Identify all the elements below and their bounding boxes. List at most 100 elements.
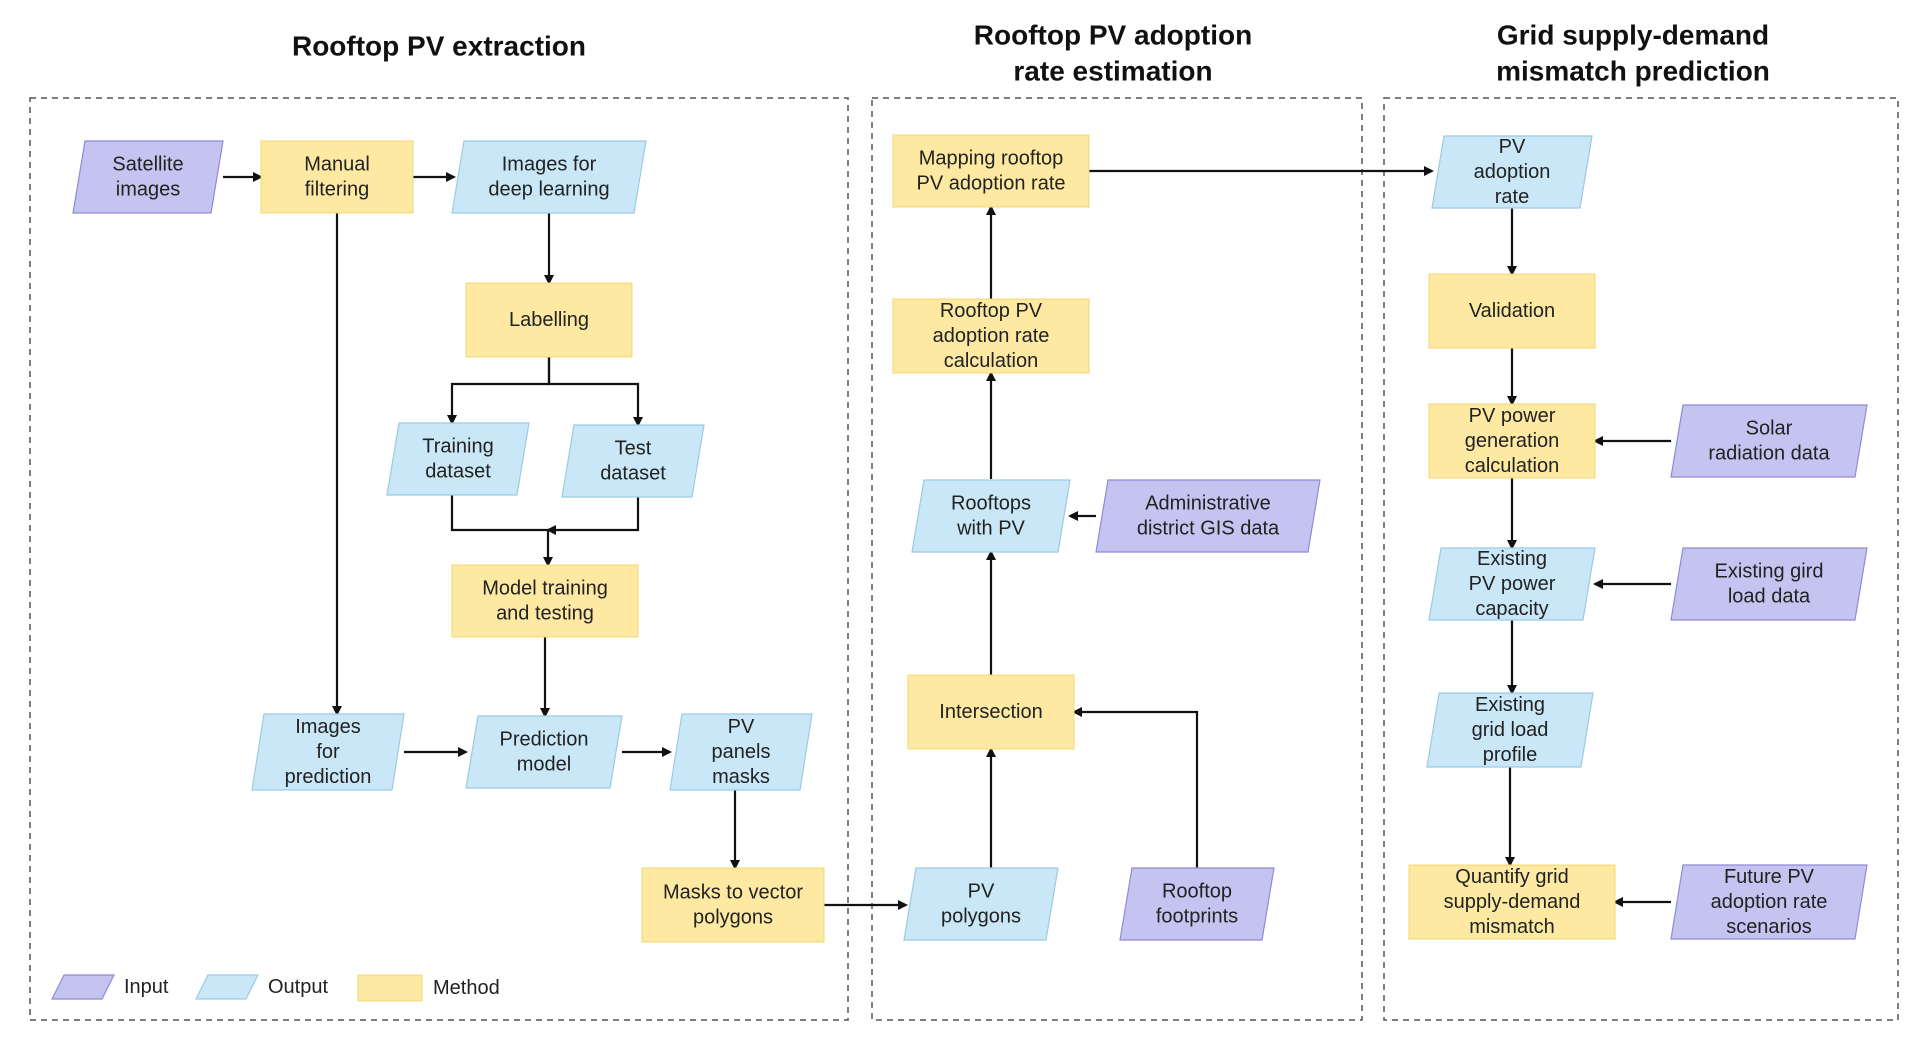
node-label: Existing <box>1477 548 1547 570</box>
node-label: rate <box>1495 186 1529 208</box>
legend-label: Input <box>124 976 169 998</box>
node-training-dataset: Training dataset <box>386 422 530 496</box>
panel-grid: Grid supply-demand mismatch prediction <box>1383 20 1899 1021</box>
node-label: Validation <box>1469 300 1555 322</box>
node-label: PV <box>728 716 755 738</box>
panel-border <box>1383 97 1899 1021</box>
output-shape <box>1431 135 1593 209</box>
node-existing-load-data: Existing gird load data <box>1670 547 1868 621</box>
node-label: Mapping rooftop <box>919 148 1064 170</box>
input-shape <box>1670 547 1868 621</box>
node-label: model <box>517 754 571 776</box>
edge-rooftop-footprints-to-intersection <box>1072 707 1199 868</box>
node-label: PV power <box>1469 405 1556 427</box>
input-shape <box>1119 867 1275 941</box>
node-label: grid load <box>1472 719 1549 741</box>
node-label: district GIS data <box>1137 518 1280 540</box>
legend-item-input: Input <box>51 974 169 1000</box>
node-label: scenarios <box>1726 916 1812 938</box>
node-label: masks <box>712 766 770 788</box>
output-shape <box>669 713 813 791</box>
legend-item-output: Output <box>195 974 328 1000</box>
panel-title: mismatch prediction <box>1496 56 1770 87</box>
output-shape <box>251 713 405 791</box>
panel-title: Grid supply-demand <box>1497 20 1769 51</box>
node-label: adoption <box>1474 161 1551 183</box>
method-shape <box>907 674 1075 750</box>
node-label: images <box>116 179 180 201</box>
node-label: calculation <box>1465 455 1560 477</box>
node-label: calculation <box>944 350 1039 372</box>
node-label: Rooftops <box>951 493 1031 515</box>
node-future-scenarios: Future PV adoption rate scenarios <box>1670 864 1868 940</box>
node-label: mismatch <box>1469 916 1555 938</box>
node-label: footprints <box>1156 906 1238 928</box>
node-label: Future PV <box>1724 866 1815 888</box>
legend-swatch-output <box>195 974 259 1000</box>
node-label: Training <box>422 436 494 458</box>
node-label: and testing <box>496 603 594 625</box>
node-label: dataset <box>425 461 491 483</box>
node-validation: Validation <box>1428 273 1596 349</box>
legend-label: Output <box>268 976 328 998</box>
node-label: PV <box>968 881 995 903</box>
node-label: Existing gird <box>1715 561 1824 583</box>
node-label: adoption rate <box>1711 891 1828 913</box>
node-label: Existing <box>1475 694 1545 716</box>
output-shape <box>451 140 647 214</box>
node-label: dataset <box>600 463 666 485</box>
method-shape <box>1408 864 1616 940</box>
node-label: for <box>316 741 340 763</box>
method-shape <box>1428 273 1596 349</box>
output-shape <box>1428 547 1596 621</box>
input-shape <box>1670 404 1868 478</box>
node-pv-panels-masks: PV panels masks <box>669 713 813 791</box>
method-shape <box>1428 403 1596 479</box>
node-label: Labelling <box>509 309 589 331</box>
method-shape <box>892 298 1090 374</box>
node-label: filtering <box>305 179 369 201</box>
node-label: Images <box>295 716 361 738</box>
node-label: Solar <box>1746 418 1793 440</box>
node-label: generation <box>1465 430 1560 452</box>
node-label: capacity <box>1475 598 1548 620</box>
node-label: adoption rate <box>933 325 1050 347</box>
output-shape <box>1426 692 1594 768</box>
node-label: PV <box>1499 136 1526 158</box>
node-labelling: Labelling <box>465 282 633 358</box>
node-label: Model training <box>482 578 608 600</box>
node-label: panels <box>712 741 771 763</box>
node-label: Rooftop <box>1162 881 1232 903</box>
output-shape <box>386 422 530 496</box>
node-label: Test <box>615 438 652 460</box>
output-shape <box>465 715 623 789</box>
node-test-dataset: Test dataset <box>561 424 705 498</box>
method-shape <box>260 140 414 214</box>
node-label: Rooftop PV <box>940 300 1043 322</box>
node-label: load data <box>1728 586 1811 608</box>
panel-border <box>871 97 1363 1021</box>
node-rooftop-footprints: Rooftop footprints <box>1119 867 1275 941</box>
input-shape <box>1670 864 1868 940</box>
input-shape <box>1095 479 1321 553</box>
output-shape <box>911 479 1071 553</box>
node-label: polygons <box>693 907 773 929</box>
method-shape <box>892 134 1090 208</box>
panel-title: rate estimation <box>1013 56 1212 87</box>
output-shape <box>561 424 705 498</box>
node-label: deep learning <box>488 179 609 201</box>
edge-labelling-to-test-dataset <box>547 357 643 427</box>
